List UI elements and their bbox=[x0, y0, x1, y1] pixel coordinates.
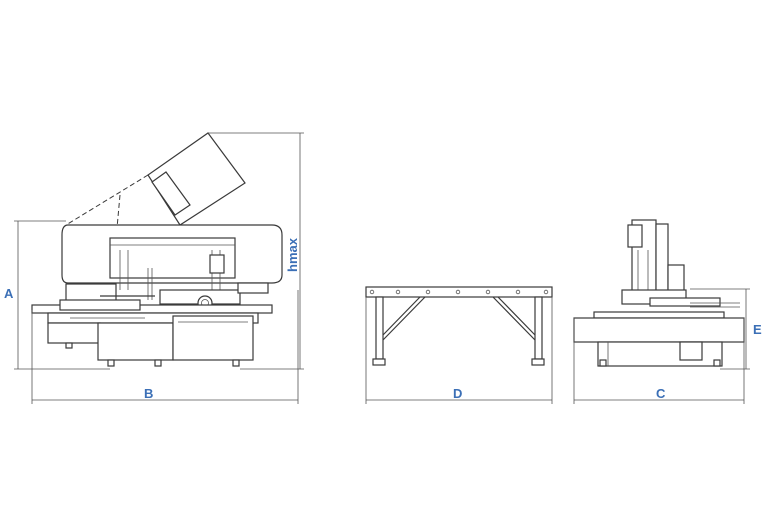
front-motor-column bbox=[627, 219, 685, 301]
table-legs bbox=[372, 296, 545, 366]
front-vise bbox=[593, 289, 740, 319]
label-d: D bbox=[453, 386, 462, 401]
table-rollers bbox=[369, 289, 549, 295]
bandsaw-side-view bbox=[31, 132, 283, 367]
dimension-d bbox=[365, 297, 553, 404]
roller-table-view bbox=[365, 286, 553, 366]
dimension-b bbox=[31, 290, 299, 404]
dimension-hmax bbox=[208, 132, 304, 370]
label-a: A bbox=[4, 286, 14, 301]
label-b: B bbox=[144, 386, 153, 401]
saw-feet bbox=[65, 342, 240, 367]
saw-base bbox=[31, 299, 273, 361]
label-e: E bbox=[753, 322, 762, 337]
dimension-c bbox=[573, 318, 745, 404]
bandsaw-front-view bbox=[573, 219, 745, 367]
label-c: C bbox=[656, 386, 666, 401]
dimension-e bbox=[690, 288, 750, 370]
lowered-saw-bow bbox=[61, 224, 283, 300]
dimension-a bbox=[14, 220, 110, 370]
label-hmax: hmax bbox=[285, 237, 300, 272]
front-base bbox=[573, 317, 745, 367]
